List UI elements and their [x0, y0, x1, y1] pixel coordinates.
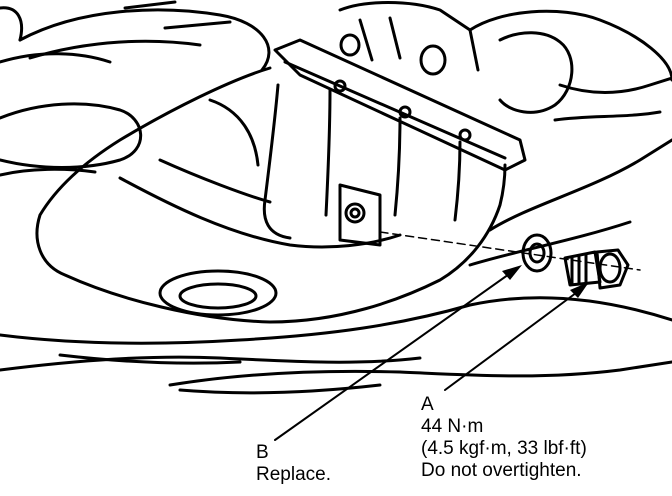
- leader-arrow-a: [570, 282, 589, 298]
- leader-line-a: [444, 289, 581, 391]
- callout-a-note: Do not overtighten.: [421, 460, 582, 481]
- drain-bolt: [563, 248, 630, 290]
- bolt-axis-line: [379, 231, 641, 271]
- callout-a: A 44 N·m (4.5 kgf·m, 33 lbf·ft) Do not o…: [421, 394, 587, 482]
- drain-boss: [338, 183, 382, 247]
- leader-line-b: [274, 271, 513, 441]
- oil-pan-flange: [273, 38, 527, 172]
- callout-a-letter: A: [421, 394, 434, 415]
- callout-b-note: Replace.: [256, 464, 331, 485]
- oil-pan-bottom-hole: [158, 269, 278, 317]
- callout-b: B Replace.: [256, 442, 331, 486]
- callout-a-torque: 44 N·m: [421, 416, 484, 437]
- frame-member-upper: [0, 0, 271, 177]
- callout-b-letter: B: [256, 442, 269, 463]
- engine-block: [338, 1, 672, 122]
- leader-arrow-b: [502, 265, 522, 280]
- callout-a-torque-alt: (4.5 kgf·m, 33 lbf·ft): [421, 438, 587, 459]
